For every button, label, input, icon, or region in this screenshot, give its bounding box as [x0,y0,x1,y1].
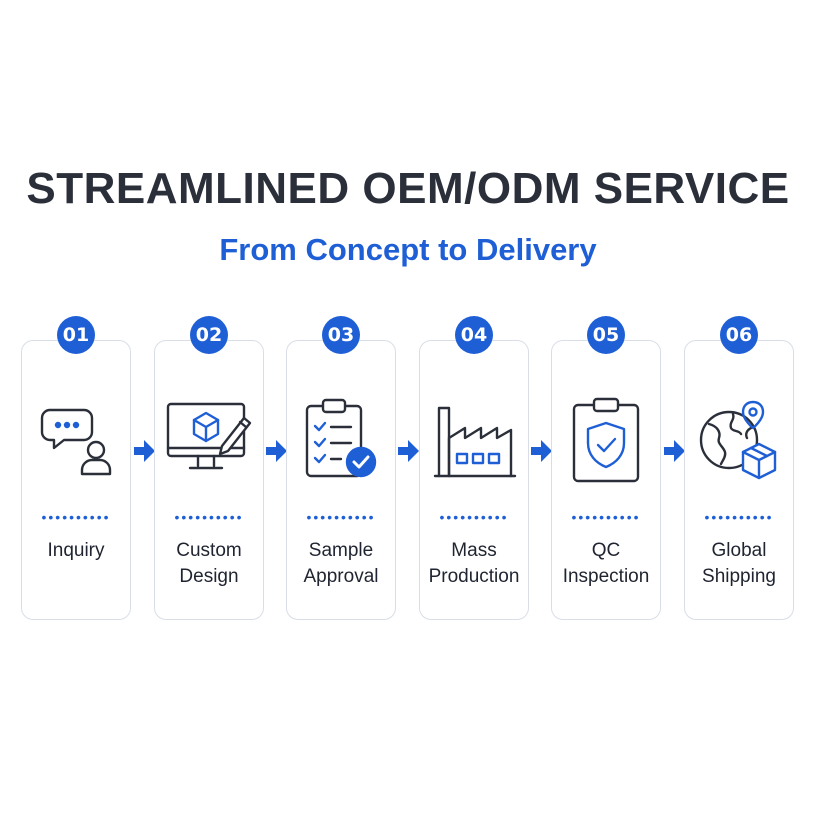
dotted-divider: •••••••••• [704,509,774,525]
arrow-right-icon [265,436,289,466]
step-label-line1: Inquiry [47,540,105,561]
step-label-line2: Production [428,566,520,587]
step-card-inquiry [21,340,131,620]
step-number-badge: 02 [190,316,228,354]
dotted-divider: •••••••••• [306,509,376,525]
page-title: STREAMLINED OEM/ODM SERVICE [26,164,790,213]
arrow-right-icon [133,436,157,466]
dotted-divider: •••••••••• [174,509,244,525]
step-label: Sample Approval [286,538,396,590]
step-label-line2: Design [179,566,239,587]
clipboard-shield-icon [551,390,661,490]
checklist-approval-icon [286,390,396,490]
globe-package-icon [684,390,794,490]
chat-person-icon [21,390,131,490]
factory-icon [419,390,529,490]
step-number-badge: 04 [455,316,493,354]
dotted-divider: •••••••••• [41,509,111,525]
step-label-line1: Global [711,540,767,561]
dotted-divider: •••••••••• [571,509,641,525]
step-label: Inquiry [21,538,131,564]
dotted-divider: •••••••••• [439,509,509,525]
monitor-design-icon [154,390,264,490]
step-label-line2: Approval [303,566,379,587]
step-label-line2: Inspection [562,566,650,587]
step-card-global-shipping [684,340,794,620]
step-label: Custom Design [154,538,264,590]
step-label-line1: Sample [308,540,374,561]
arrow-right-icon [663,436,687,466]
step-label-line1: Custom [176,540,242,561]
step-card-mass-production [419,340,529,620]
step-label: Global Shipping [684,538,794,590]
step-number-badge: 05 [587,316,625,354]
step-number-badge: 06 [720,316,758,354]
step-label-line1: Mass [451,540,497,561]
arrow-right-icon [397,436,421,466]
page-subtitle: From Concept to Delivery [219,232,597,267]
step-label-line2: Shipping [702,566,776,587]
step-number-badge: 03 [322,316,360,354]
step-number-badge: 01 [57,316,95,354]
step-label: Mass Production [419,538,529,590]
step-label: QC Inspection [551,538,661,590]
arrow-right-icon [530,436,554,466]
step-card-sample-approval [286,340,396,620]
step-label-line1: QC [591,540,621,561]
